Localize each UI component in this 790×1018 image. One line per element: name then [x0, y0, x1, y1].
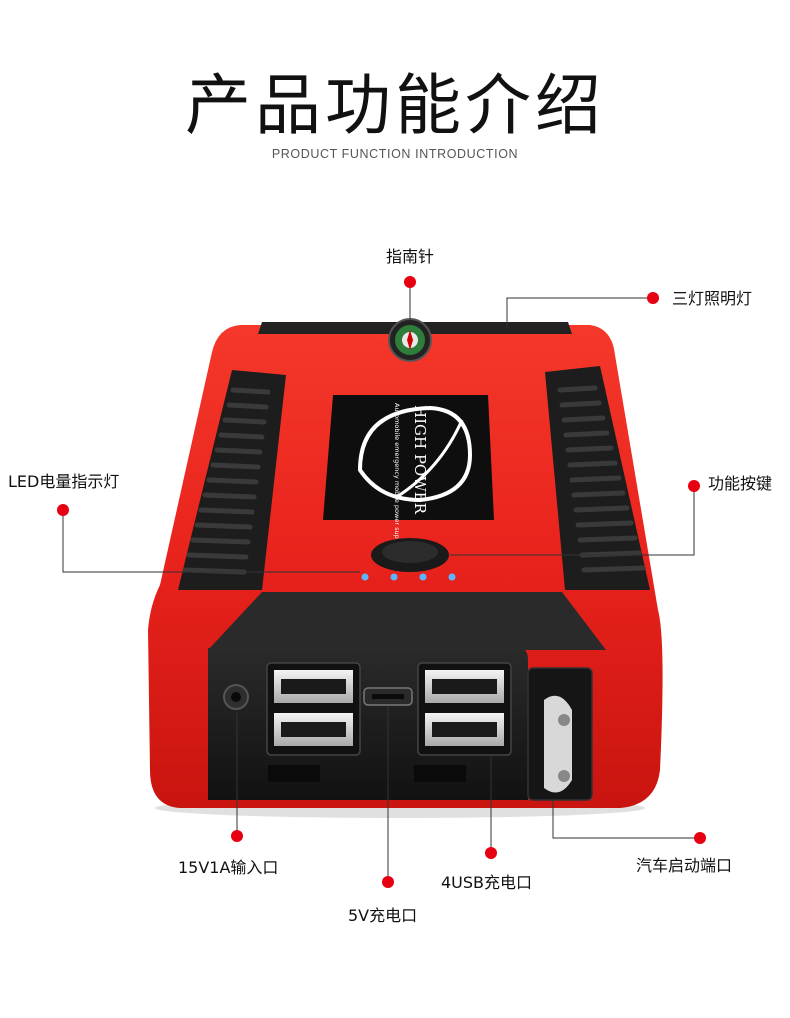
callout-lights: 三灯照明灯	[672, 289, 753, 308]
callout-dots	[57, 276, 706, 888]
micro-usb-port	[363, 687, 413, 706]
callout-input-port: 15V1A输入口	[178, 858, 279, 877]
page-subtitle: PRODUCT FUNCTION INTRODUCTION	[271, 147, 519, 161]
callout-led-indicator: LED电量指示灯	[8, 472, 120, 491]
usb-port-group-right	[417, 662, 512, 756]
page-title: 产品功能介绍	[185, 67, 605, 144]
usb-port-group-left	[266, 662, 361, 756]
led-indicator-4	[448, 573, 456, 581]
led-indicator-3	[419, 573, 427, 581]
callout-micro-usb: 5V充电口	[348, 906, 418, 925]
logo-panel: HIGH POWER Automobile emergency mobile p…	[323, 395, 494, 549]
callout-usb-ports: 4USB充电口	[441, 873, 533, 892]
logo-text: HIGH POWER	[411, 405, 429, 515]
callout-compass: 指南针	[386, 247, 435, 266]
led-indicator-2	[390, 573, 398, 581]
callout-car-start-port: 汽车启动端口	[636, 856, 733, 875]
callout-function-button: 功能按键	[708, 474, 773, 493]
car-start-port	[527, 667, 593, 801]
right-rubber-grip	[545, 366, 650, 590]
left-rubber-grip	[178, 370, 286, 590]
front-top-slope	[208, 592, 606, 650]
callout-lines	[62, 282, 698, 880]
function-button[interactable]	[371, 538, 449, 572]
logo-subtext: Automobile emergency mobile power supply	[393, 403, 401, 549]
car-logo-icon	[357, 405, 473, 503]
vent-right	[414, 765, 466, 782]
vent-left	[268, 765, 320, 782]
led-indicators	[361, 573, 456, 581]
led-indicator-1	[361, 573, 369, 581]
dc-input-port	[223, 684, 249, 710]
compass-icon	[388, 318, 432, 362]
